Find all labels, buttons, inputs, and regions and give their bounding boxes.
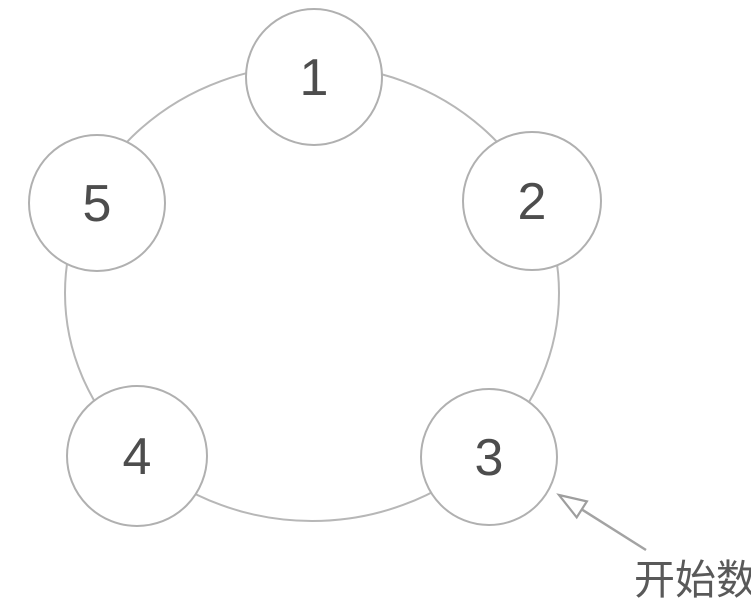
node-5: 5 <box>28 134 166 272</box>
node-4-label: 4 <box>123 428 152 486</box>
node-3-label: 3 <box>475 429 504 487</box>
annotation-arrow-head-icon <box>556 493 589 520</box>
node-2-label: 2 <box>518 173 547 231</box>
node-2-circle <box>462 131 602 271</box>
node-4: 4 <box>66 385 208 527</box>
start-annotation: 开始数 <box>556 493 751 603</box>
annotation-arrow-shaft <box>581 508 647 552</box>
node-2: 2 <box>462 131 602 271</box>
node-1-circle <box>245 8 383 146</box>
node-3: 3 <box>420 388 558 526</box>
node-5-circle <box>28 134 166 272</box>
node-3-circle <box>420 388 558 526</box>
annotation-label: 开始数 <box>634 557 751 603</box>
node-1: 1 <box>245 8 383 146</box>
node-5-label: 5 <box>83 175 112 233</box>
node-1-label: 1 <box>300 49 329 107</box>
node-4-circle <box>66 385 208 527</box>
